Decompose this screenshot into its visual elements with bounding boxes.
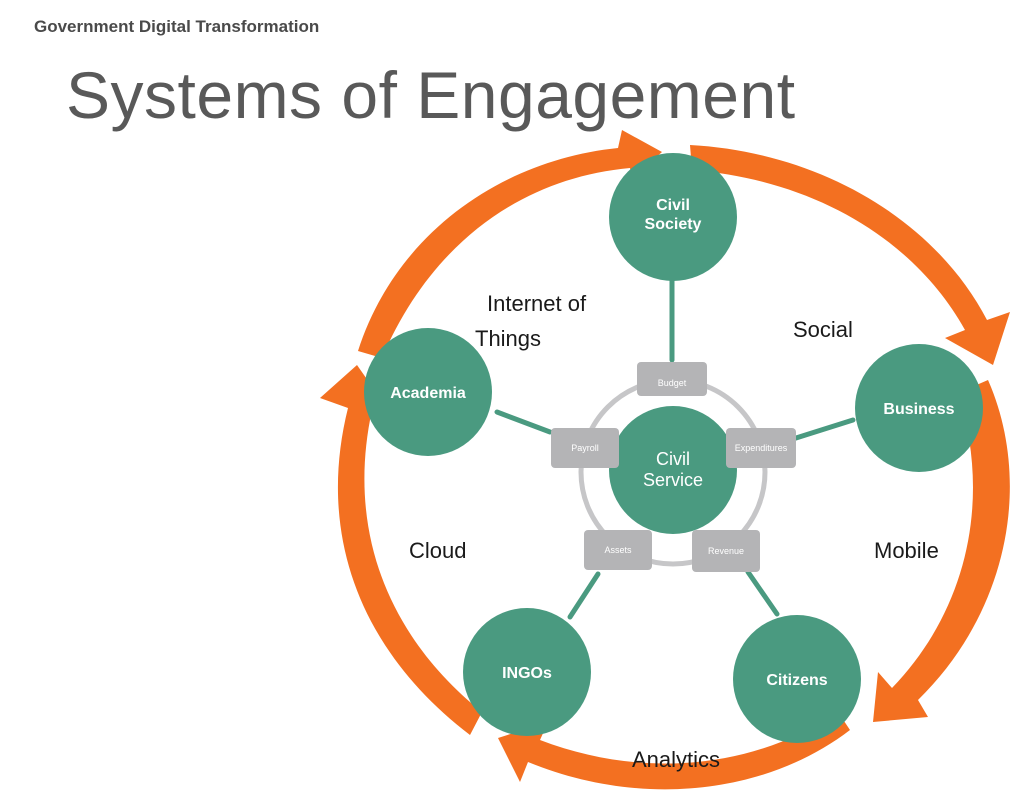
spoke-connectors: [494, 277, 856, 620]
arrow-citizens-to-ingos: [498, 712, 850, 790]
spoke-academia: [494, 409, 553, 435]
label-cloud: Cloud: [409, 538, 466, 563]
node-citizens-label: Citizens: [766, 672, 827, 689]
label-social: Social: [793, 317, 853, 342]
chip-budget-label: Budget: [658, 378, 687, 388]
center-label-2: Service: [643, 470, 703, 490]
arrow-civil-society-to-business: [690, 145, 1010, 365]
label-internet-of: Internet of: [487, 291, 587, 316]
center-label-1: Civil: [656, 449, 690, 469]
chip-expenditures-label: Expenditures: [735, 443, 788, 453]
spoke-ingos: [567, 571, 601, 620]
center-civil-service: Civil Service: [609, 406, 737, 534]
node-academia-label: Academia: [390, 385, 466, 402]
chip-budget: Budget: [637, 362, 707, 396]
label-things: Things: [475, 326, 541, 351]
chip-assets: Assets: [584, 530, 652, 570]
node-civil-society-label-1: Civil: [656, 197, 690, 214]
chip-payroll: Payroll: [551, 428, 619, 468]
node-civil-society: Civil Society: [609, 153, 737, 281]
cycle-arrows: [320, 130, 1010, 790]
arrow-academia-to-civil-society: [358, 130, 662, 358]
spoke-citizens: [745, 569, 780, 617]
node-academia: Academia: [364, 328, 492, 456]
node-ingos-label: INGOs: [502, 665, 552, 682]
node-ingos: INGOs: [463, 608, 591, 736]
chip-payroll-label: Payroll: [571, 443, 599, 453]
spoke-business: [793, 417, 856, 441]
page-title: Systems of Engagement: [66, 58, 796, 132]
label-analytics: Analytics: [632, 747, 720, 772]
label-mobile: Mobile: [874, 538, 939, 563]
arrow-business-to-citizens: [873, 380, 1010, 722]
section-header: Government Digital Transformation: [34, 17, 320, 36]
node-civil-society-label-2: Society: [645, 216, 702, 233]
chip-expenditures: Expenditures: [726, 428, 796, 468]
node-business: Business: [855, 344, 983, 472]
chip-assets-label: Assets: [604, 545, 632, 555]
chip-revenue-label: Revenue: [708, 546, 744, 556]
arrow-ingos-to-academia: [320, 365, 482, 735]
node-business-label: Business: [883, 401, 954, 418]
node-citizens: Citizens: [733, 615, 861, 743]
chip-revenue: Revenue: [692, 530, 760, 572]
